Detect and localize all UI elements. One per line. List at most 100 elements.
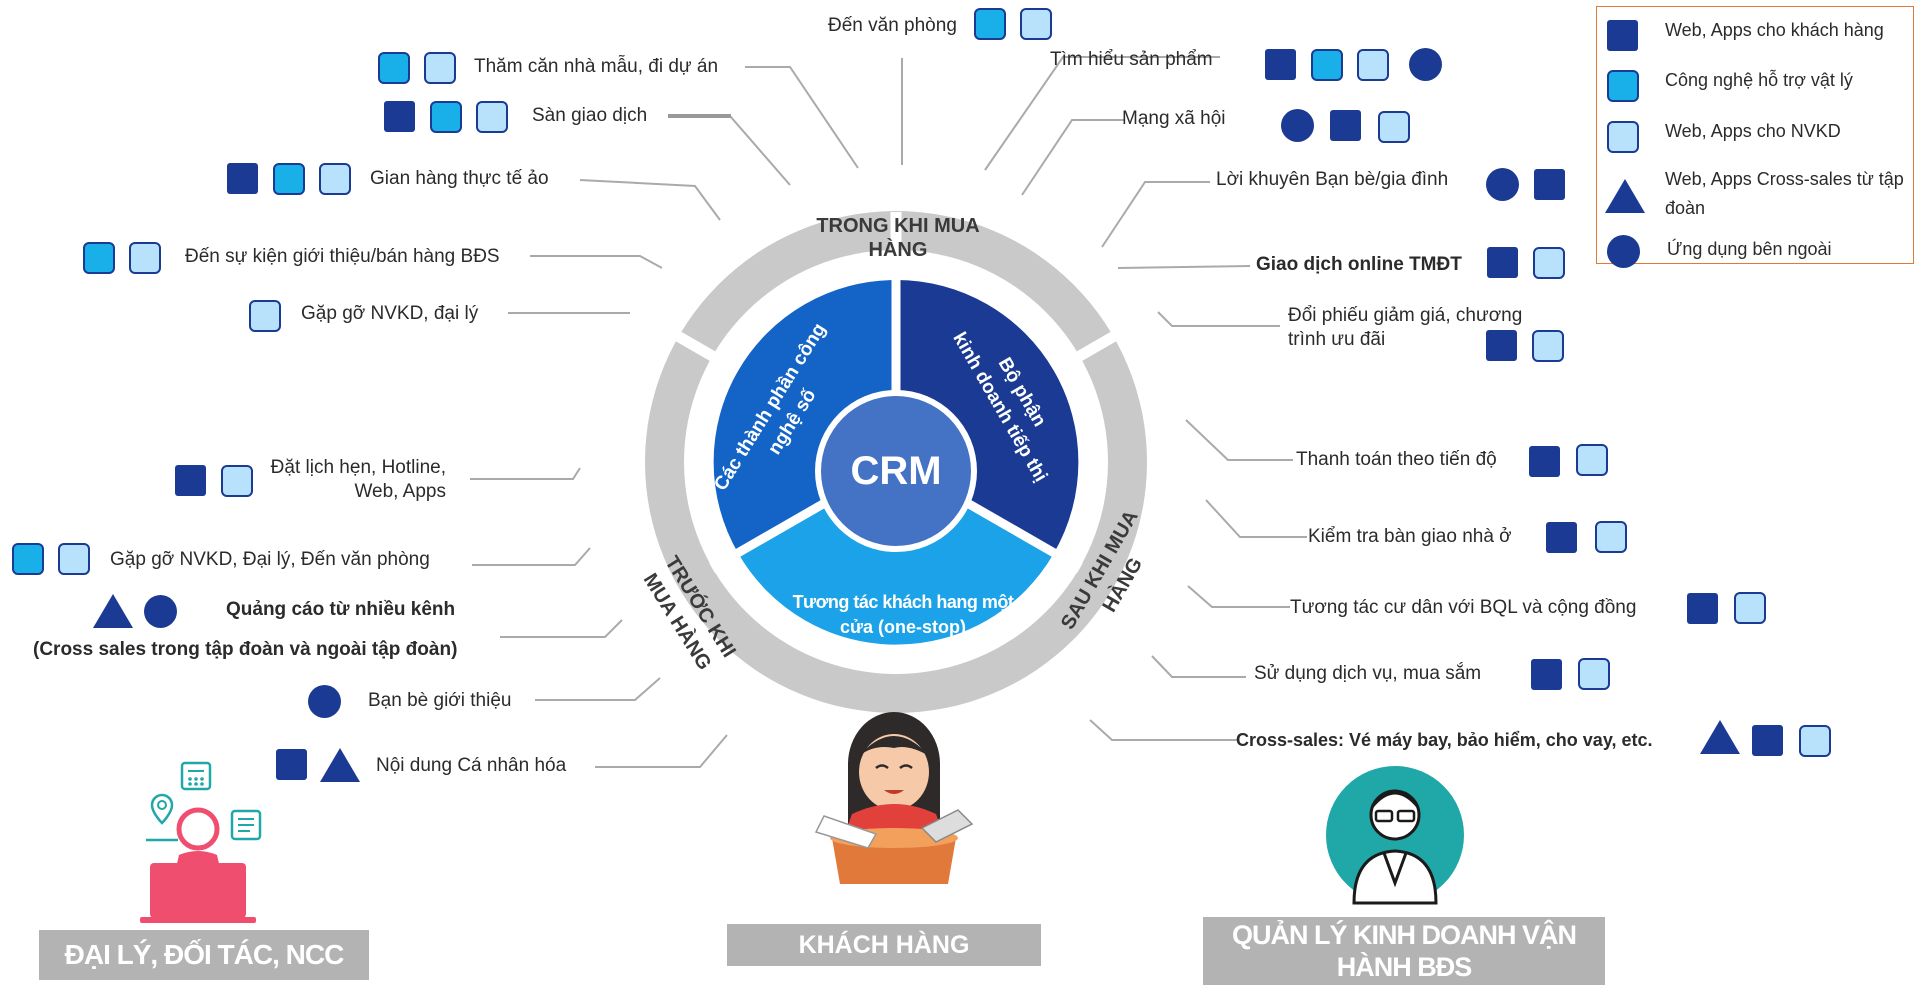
item-label-den-van-phong: Đến văn phòng — [828, 15, 957, 36]
item-label-su-dung-dich-vu: Sử dụng dịch vụ, mua sắm — [1254, 663, 1482, 684]
document-icon — [230, 809, 262, 841]
customer-app-icon — [1265, 49, 1296, 80]
customer-app-icon — [1546, 522, 1577, 553]
legend-label: Web, Apps cho NVKD — [1665, 121, 1841, 141]
item-label-noi-dung-ca-nhan-hoa: Nội dung Cá nhân hóa — [376, 755, 567, 776]
sales-app-icon — [1020, 8, 1052, 40]
item-label-quang-cao: Quảng cáo từ nhiều kênh — [226, 599, 456, 620]
customer-app-icon — [1687, 593, 1718, 624]
item-label-dat-lich-hen: Đặt lịch hẹn, Hotline, Web, Apps — [270, 457, 446, 502]
legend-label: Web, Apps Cross-sales từ tập đoàn — [1665, 169, 1904, 218]
sales-app-icon — [1357, 49, 1389, 81]
physical-tech-icon — [12, 543, 44, 575]
external-app-icon — [1281, 109, 1314, 142]
physical-tech-icon — [378, 52, 410, 84]
external-app-icon — [1409, 48, 1442, 81]
item-label-san-giao-dich: Sàn giao dịch — [532, 105, 648, 126]
item-label-gap-go-nvkd-dai-ly: Gặp gỡ NVKD, đại lý — [301, 303, 479, 324]
item-label-cross-sales-note: (Cross sales trong tập đoàn và ngoài tập… — [33, 639, 458, 660]
legend-label: Web, Apps cho khách hàng — [1665, 20, 1884, 40]
paper-icon — [814, 815, 878, 849]
sales-app-icon — [1532, 330, 1564, 362]
customer-face — [859, 734, 929, 810]
customer-illustration — [814, 712, 974, 884]
manager-label: QUẢN LÝ KINH DOANH VẬN HÀNH BĐS — [1203, 917, 1605, 985]
agent-partner-label: ĐẠI LÝ, ĐỐI TÁC, NCC — [39, 930, 369, 980]
customer-app-icon — [1330, 110, 1361, 141]
sales-app-icon — [249, 300, 281, 332]
item-label-tuong-tac-cu-dan: Tương tác cư dân với BQL và cộng đồng — [1290, 597, 1637, 618]
sales-app-icon — [1595, 521, 1627, 553]
item-label-den-su-kien: Đến sự kiện giới thiệu/bán hàng BĐS — [185, 246, 500, 267]
physical-tech-icon — [430, 101, 462, 133]
item-label-gap-go-den-van-phong: Gặp gỡ NVKD, Đại lý, Đến văn phòng — [110, 549, 430, 570]
legend-customer-app-icon — [1607, 20, 1638, 51]
ring-top-label-2: HÀNG — [869, 238, 928, 261]
sales-app-icon — [476, 101, 508, 133]
sales-app-icon — [58, 543, 90, 575]
legend-label: Công nghệ hỗ trợ vật lý — [1665, 70, 1853, 90]
customer-label: KHÁCH HÀNG — [727, 924, 1041, 966]
one-stop-label-2: cửa (one-stop) — [840, 617, 966, 637]
cross-sales-icon — [320, 748, 360, 782]
sales-app-icon — [424, 52, 456, 84]
physical-tech-icon — [974, 8, 1006, 40]
agent-head — [176, 807, 220, 851]
legend-physical-tech-icon — [1607, 70, 1639, 102]
customer-app-icon — [227, 163, 258, 194]
sales-app-icon — [1799, 725, 1831, 757]
cross-sales-icon — [93, 594, 133, 628]
item-label-tim-hieu-san-pham: Tìm hiểu sản phẩm — [1050, 49, 1213, 70]
laptop-icon — [150, 863, 246, 918]
item-label-cross-sales: Cross-sales: Vé máy bay, bảo hiểm, cho v… — [1236, 730, 1653, 750]
item-label-ban-be-gioi-thieu: Bạn bè giới thiệu — [368, 690, 512, 711]
sales-app-icon — [319, 163, 351, 195]
manager-illustration — [1326, 766, 1464, 905]
item-label-kiem-tra-ban-giao: Kiểm tra bàn giao nhà ở — [1308, 526, 1512, 547]
sales-app-icon — [1734, 592, 1766, 624]
customer-app-icon — [175, 465, 206, 496]
physical-tech-icon — [1311, 49, 1343, 81]
customer-app-icon — [384, 101, 415, 132]
sales-app-icon — [129, 242, 161, 274]
customer-app-icon — [1529, 446, 1560, 477]
external-app-icon — [1486, 168, 1519, 201]
item-label-thanh-toan-theo-tien-do: Thanh toán theo tiến độ — [1296, 449, 1497, 470]
sales-app-icon — [1576, 444, 1608, 476]
customer-app-icon — [1531, 659, 1562, 690]
sales-app-icon — [1378, 111, 1410, 143]
item-label-mang-xa-hoi: Mạng xã hội — [1122, 108, 1226, 129]
customer-app-icon — [1486, 330, 1517, 361]
customer-desk — [832, 838, 956, 884]
legend: Web, Apps cho khách hàng Công nghệ hỗ tr… — [1596, 6, 1914, 268]
crm-center — [821, 396, 971, 546]
item-label-loi-khuyen: Lời khuyên Bạn bè/gia đình — [1216, 169, 1449, 190]
legend-label: Ứng dụng bên ngoài — [1667, 239, 1832, 259]
item-label-doi-phieu-giam-gia: Đổi phiếu giảm giá, chương trình ưu đãi — [1288, 305, 1523, 350]
calculator-icon — [180, 761, 212, 791]
keyboard-icon — [920, 809, 974, 843]
item-label-gian-hang-thuc-te-ao: Gian hàng thực tế ảo — [370, 168, 549, 189]
one-stop-label-1: Tương tác khách hang một — [793, 592, 1014, 612]
sales-app-icon — [1533, 247, 1565, 279]
sales-app-icon — [221, 465, 253, 497]
customer-app-icon — [1534, 169, 1565, 200]
legend-sales-app-icon — [1607, 121, 1639, 153]
external-app-icon — [144, 595, 177, 628]
customer-app-icon — [1752, 725, 1783, 756]
external-app-icon — [308, 685, 341, 718]
sales-app-icon — [1578, 658, 1610, 690]
item-label-giao-dich-online: Giao dịch online TMĐT — [1256, 254, 1462, 275]
customer-app-icon — [276, 749, 307, 780]
location-pin-icon — [150, 793, 174, 825]
physical-tech-icon — [83, 242, 115, 274]
ring-top-label-1: TRONG KHI MUA — [816, 215, 979, 237]
customer-app-icon — [1487, 247, 1518, 278]
agent-illustration — [140, 761, 262, 923]
physical-tech-icon — [273, 163, 305, 195]
legend-cross-sales-icon — [1605, 179, 1645, 213]
item-label-tham-can-nha-mau: Thăm căn nhà mẫu, đi dự án — [474, 56, 719, 77]
